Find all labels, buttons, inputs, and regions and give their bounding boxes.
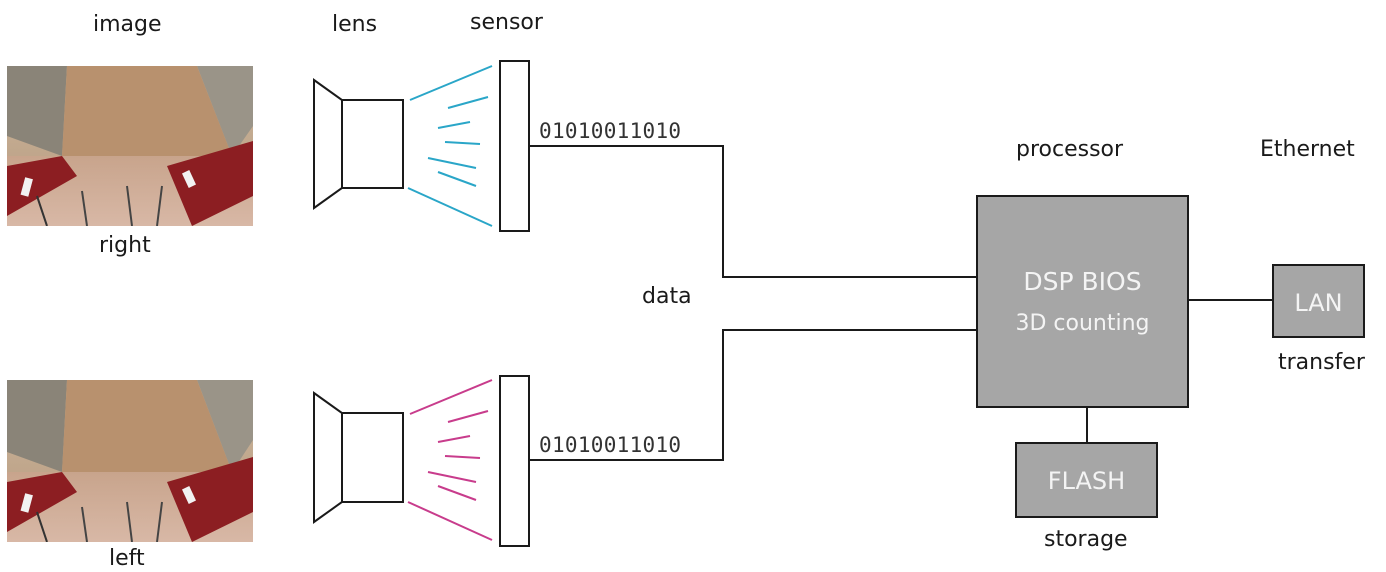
light-ray <box>409 65 493 101</box>
left-camera-label: left <box>109 546 145 571</box>
left-sensor <box>499 375 530 547</box>
light-ray <box>437 435 471 443</box>
light-ray <box>407 187 493 227</box>
light-ray <box>437 121 471 129</box>
flash-caption: storage <box>1044 527 1128 552</box>
lan-box: LAN <box>1272 264 1365 338</box>
left-light-rays <box>407 379 493 541</box>
left-lens-icon <box>313 391 343 524</box>
right-camera-image <box>7 66 253 226</box>
light-ray <box>444 455 481 459</box>
image-header: image <box>93 12 162 37</box>
left-camera-image <box>7 380 253 542</box>
lan-label: LAN <box>1294 289 1343 317</box>
flash-label: FLASH <box>1047 467 1126 495</box>
sensor-header: sensor <box>470 10 543 35</box>
processor-line1: DSP BIOS <box>1023 267 1142 296</box>
light-ray <box>427 471 477 483</box>
processor-header: processor <box>1016 137 1124 162</box>
right-data-line <box>529 145 977 278</box>
right-light-rays <box>407 65 493 227</box>
left-lens-body <box>341 412 404 503</box>
left-bitstream: 01010011010 <box>539 433 682 457</box>
right-camera-label: right <box>99 233 151 258</box>
right-lens-body <box>341 99 404 189</box>
lan-caption: transfer <box>1278 350 1365 375</box>
light-ray <box>444 141 481 145</box>
lens-header: lens <box>332 12 378 37</box>
light-ray <box>447 96 489 109</box>
light-ray <box>407 501 493 541</box>
processor-box: DSP BIOS 3D counting <box>976 195 1189 408</box>
right-bitstream: 01010011010 <box>539 119 682 143</box>
right-sensor <box>499 60 530 232</box>
data-label: data <box>642 284 692 309</box>
right-lens-icon <box>313 78 343 210</box>
light-ray <box>447 410 489 423</box>
ethernet-header: Ethernet <box>1260 137 1355 162</box>
processor-line2: 3D counting <box>1015 311 1150 336</box>
light-ray <box>409 379 493 415</box>
light-ray <box>427 157 477 169</box>
flash-box: FLASH <box>1015 442 1158 518</box>
light-ray <box>437 171 477 187</box>
light-ray <box>437 485 477 501</box>
left-data-line <box>529 329 977 461</box>
